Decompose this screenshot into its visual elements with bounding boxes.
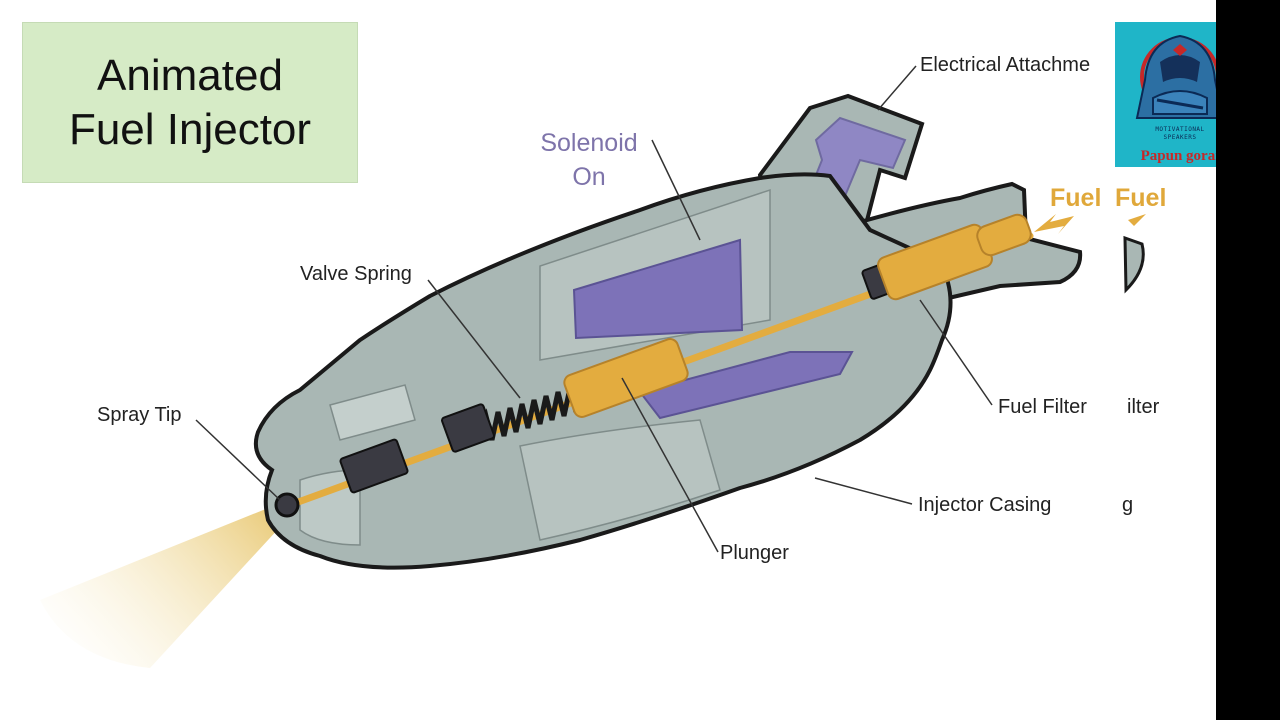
logo-tagline-1: MOTIVATIONAL (1155, 126, 1205, 133)
logo-name: Papun gorai (1140, 148, 1220, 164)
title-line-1: Animated (97, 50, 283, 100)
label-injector-casing: Injector Casing (918, 494, 1052, 516)
label-electrical-attachment: Electrical Attachme (920, 54, 1091, 76)
ghost-body-fragment (1123, 235, 1145, 294)
logo-tagline-2: SPEAKERS (1163, 134, 1197, 141)
valve-spring (477, 387, 579, 441)
leader-lines (195, 65, 993, 553)
needle-valve-rear (441, 403, 495, 453)
spray-tip-nozzle (274, 492, 300, 518)
label-fuel-filter-ghost: ilter (1127, 396, 1160, 418)
title-box: Animated Fuel Injector (22, 22, 358, 183)
solenoid-coil-upper (572, 238, 744, 340)
label-fuel-filter: Fuel Filter (998, 396, 1087, 418)
casing-inner-rib (299, 469, 361, 546)
label-spray-tip: Spray Tip (97, 404, 182, 426)
label-solenoid: Solenoid On (530, 126, 648, 194)
needle-valve-front (339, 438, 409, 494)
label-solenoid-line1: Solenoid (540, 129, 638, 157)
fuel-arrow-icon (1034, 214, 1074, 234)
title-line-2: Fuel Injector (68, 104, 312, 154)
right-black-bar (1216, 0, 1280, 720)
fuel-arrow-icon (1128, 214, 1146, 226)
label-valve-spring: Valve Spring (300, 263, 412, 285)
solenoid-coil-lower (638, 351, 854, 420)
casing-inner-rib (519, 419, 721, 541)
fuel-inlet-tube (976, 213, 1032, 257)
fuel-spray-cone (40, 500, 292, 668)
casing-inner-rib (329, 384, 416, 441)
label-fuel: Fuel (1050, 184, 1102, 212)
hooded-figure-icon (1135, 34, 1225, 119)
label-plunger: Plunger (720, 542, 789, 564)
label-injector-casing-ghost: g (1122, 494, 1134, 516)
label-fuel-ghost: Fuel (1115, 184, 1167, 212)
label-solenoid-line2: On (572, 163, 606, 191)
